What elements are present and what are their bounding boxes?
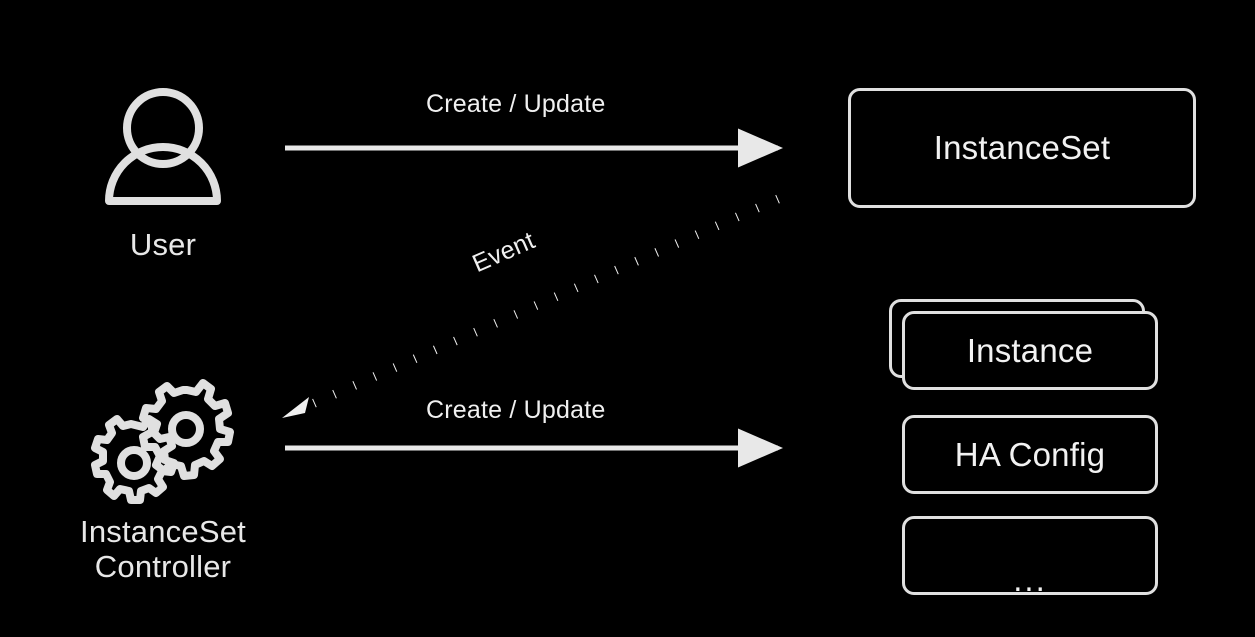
edge-label-create-update-top: Create / Update xyxy=(426,90,606,118)
node-ha-config[interactable]: HA Config xyxy=(902,415,1158,494)
node-instanceset[interactable]: InstanceSet xyxy=(848,88,1196,208)
edge-label-create-update-bottom: Create / Update xyxy=(426,396,606,424)
node-ellipsis[interactable]: ... xyxy=(902,516,1158,598)
gears-icon xyxy=(91,379,234,504)
actor-label-instanceset-controller: InstanceSet Controller xyxy=(80,514,246,584)
user-avatar-icon xyxy=(105,88,221,205)
actor-label-user: User xyxy=(129,227,197,262)
node-label-instanceset: InstanceSet xyxy=(933,129,1111,166)
node-label-ha-config: HA Config xyxy=(954,435,1106,473)
edge-label-event: Event xyxy=(468,226,540,279)
node-label-instance: Instance xyxy=(966,331,1094,369)
node-label-ellipsis: ... xyxy=(1013,561,1047,598)
node-instance[interactable]: Instance xyxy=(902,311,1158,390)
